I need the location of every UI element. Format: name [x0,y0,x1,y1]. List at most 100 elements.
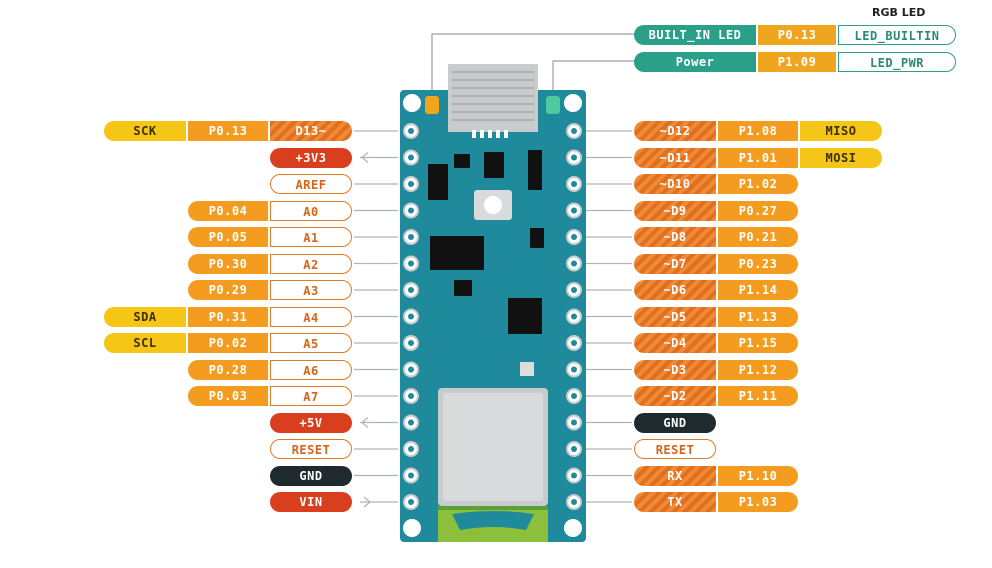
mcu-chip [508,298,542,334]
pin-port-label: P0.30 [188,253,268,274]
pin-hole-center [571,287,577,293]
mounting-hole [403,94,421,112]
led-port-label: P0.13 [758,25,836,45]
led-builtin-leader [431,33,636,100]
pin-hole-center [408,207,414,214]
pin-hole-center [571,366,577,373]
pin-port-label: P0.04 [188,200,268,221]
mounting-hole [564,94,582,112]
pin-hole-center [571,340,577,346]
pin-label: A2 [270,253,352,274]
pin-hole-center [408,313,414,320]
pin-hole-center [408,260,414,267]
pin-label: ~D9 [634,200,716,221]
pin-hole-center [571,472,577,479]
pin-label: A7 [270,386,352,406]
pin-hole-center [571,128,577,134]
pin-label: A0 [270,200,352,221]
pin-hole-center [571,499,577,505]
led-name-label: BUILT_IN LED [634,25,756,45]
pin-hole-center [408,128,414,134]
pin-label: ~D3 [634,359,716,380]
pin-hole-center [571,181,577,187]
pin-port-label: P1.15 [718,333,798,353]
pin-hole-center [408,393,414,399]
led-signal-label: LED_BUILTIN [838,25,956,45]
pin-function-label: SCK [104,121,186,141]
pin-hole-center [408,366,414,373]
pin-port-label: P0.29 [188,280,268,300]
led-power-leader [552,60,636,100]
power-arrow-head [361,417,369,428]
rgb-led-header: RGB LED [872,6,926,19]
power-arrow-head [363,496,371,508]
pin-port-label: P1.02 [718,174,798,194]
pin-label: ~D6 [634,280,716,300]
imu-chip [430,236,484,270]
pin-function-label: SDA [104,306,186,327]
pin-label: RX [634,465,716,486]
pin-label: ~D2 [634,386,716,406]
led-port-label: P1.09 [758,52,836,72]
pin-hole-center [571,207,577,214]
pin-port-label: P0.28 [188,359,268,380]
pin-port-label: P0.27 [718,200,798,221]
pin-hole-center [408,472,414,479]
pin-port-label: P0.31 [188,306,268,327]
pin-hole-center [408,154,414,161]
pin-hole-center [408,234,414,240]
power-arrow-head [361,152,369,163]
pin-hole-center [408,340,414,346]
pin-port-label: P0.03 [188,386,268,406]
pin-hole-center [571,234,577,240]
pin-hole-center [408,446,414,452]
pin-function-label: MOSI [800,147,882,168]
pin-label: ~D10 [634,174,716,194]
pin-port-label: P0.05 [188,227,268,247]
pin-port-label: P1.14 [718,280,798,300]
pin-port-label: P1.03 [718,492,798,512]
builtin-led [425,96,439,114]
pin-label: A6 [270,359,352,380]
pin-hole-center [408,287,414,293]
pin-label: A1 [270,227,352,247]
pin-hole-center [571,393,577,399]
pin-label: ~D5 [634,306,716,327]
led-signal-label: LED_PWR [838,52,956,72]
pin-label: RESET [270,439,352,459]
pin-port-label: P1.10 [718,465,798,486]
pin-port-label: P1.13 [718,306,798,327]
pin-label: +5V [270,412,352,433]
pin-hole-center [408,419,414,426]
pin-port-label: P1.08 [718,121,798,141]
pin-hole-center [571,260,577,267]
pin-label: GND [270,465,352,486]
pin-label: GND [634,412,716,433]
pin-label: A5 [270,333,352,353]
pin-port-label: P0.13 [188,121,268,141]
power-led [546,96,560,114]
pin-port-label: P1.01 [718,147,798,168]
usb-connector [448,64,538,132]
pin-label: +3V3 [270,147,352,168]
pin-port-label: P0.02 [188,333,268,353]
pin-hole-center [571,446,577,452]
pin-label: VIN [270,492,352,512]
pin-label: A4 [270,306,352,327]
pin-hole-center [571,154,577,161]
pin-function-label: SCL [104,333,186,353]
pin-label: D13~ [270,121,352,141]
pin-label: TX [634,492,716,512]
mounting-hole [564,519,582,537]
pin-label: ~D11 [634,147,716,168]
mounting-hole [403,519,421,537]
pin-label: A3 [270,280,352,300]
pin-port-label: P0.23 [718,253,798,274]
pin-label: AREF [270,174,352,194]
pin-port-label: P0.21 [718,227,798,247]
pin-label: ~D8 [634,227,716,247]
pin-label: RESET [634,439,716,459]
pin-port-label: P1.12 [718,359,798,380]
led-name-label: Power [634,52,756,72]
